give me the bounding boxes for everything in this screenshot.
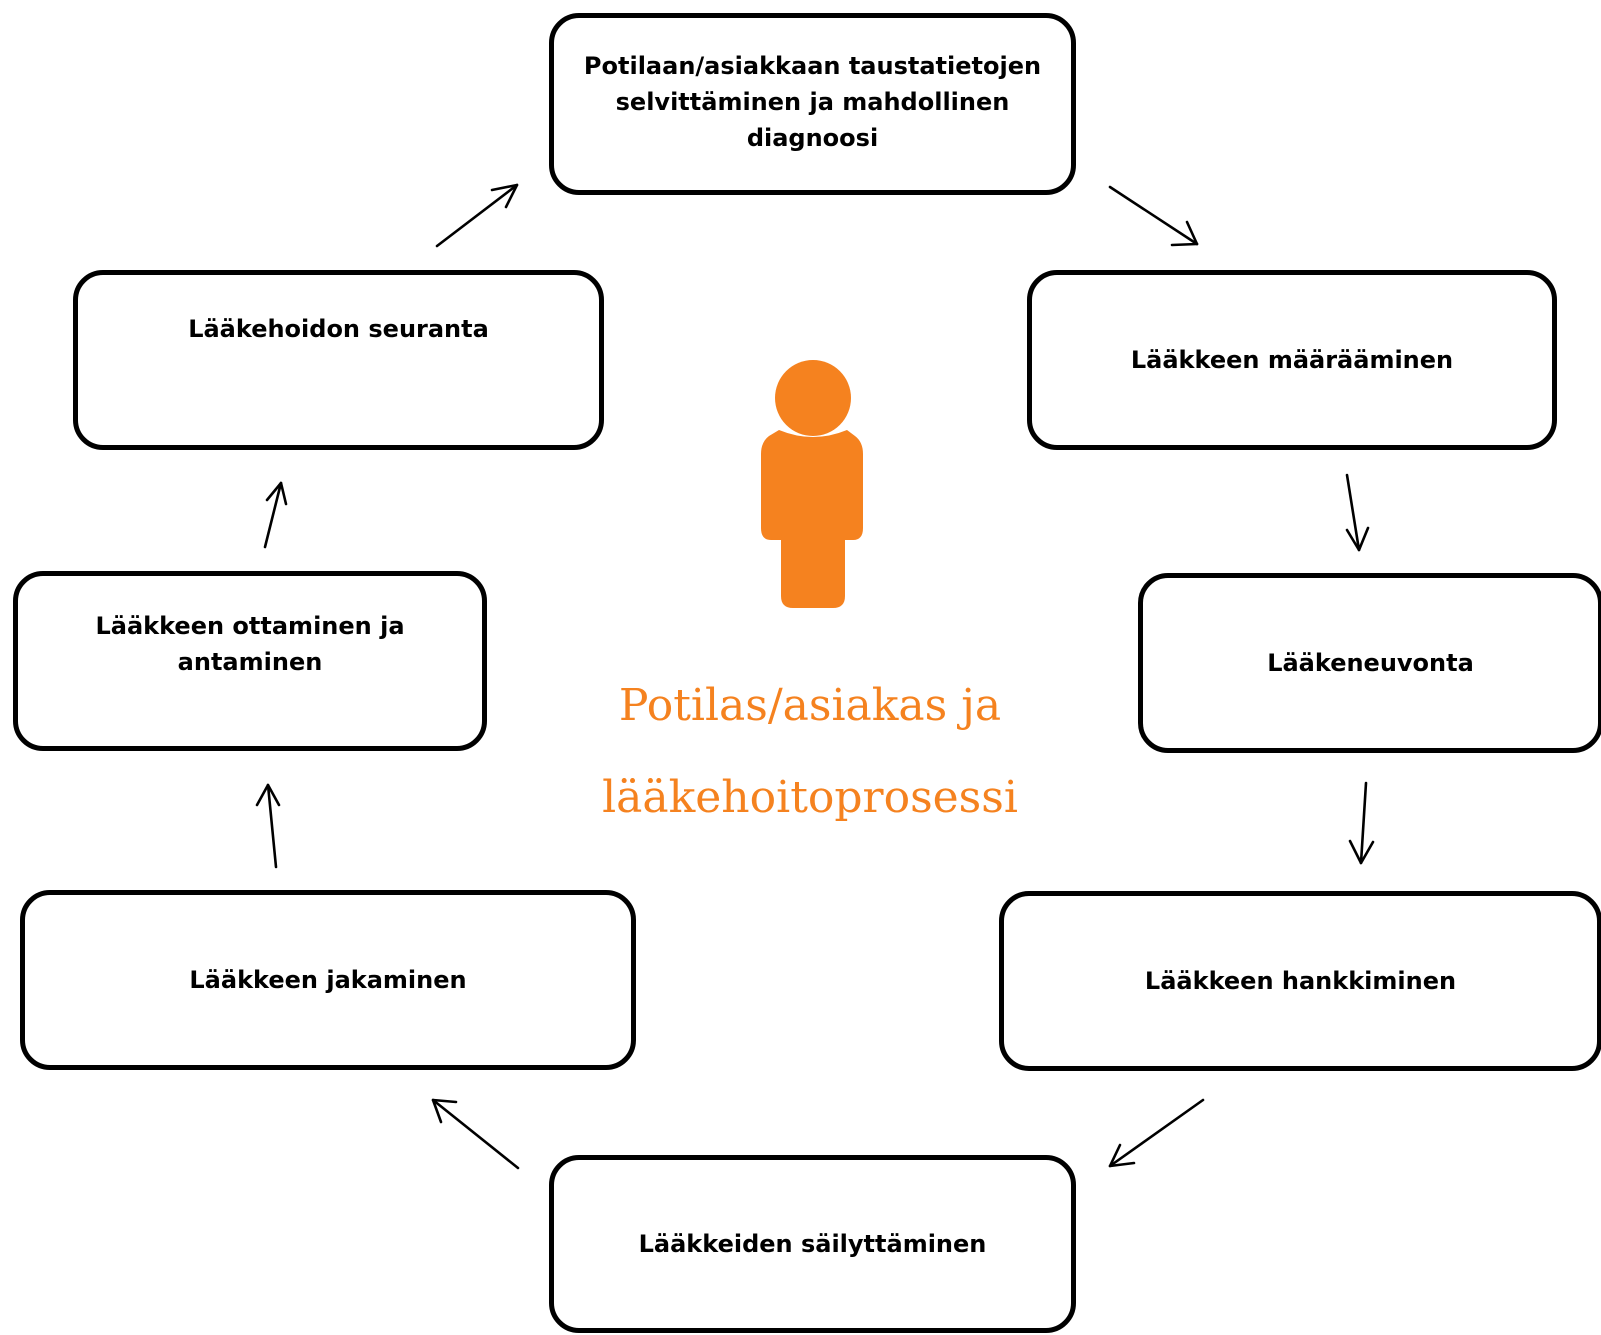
arrow-4-to-5 xyxy=(1108,1098,1205,1168)
arrow-2-to-3 xyxy=(1345,473,1370,552)
step-label: Lääkkeen jakaminen xyxy=(189,966,467,994)
step-label: Lääkkeen hankkiminen xyxy=(1144,967,1457,995)
arrow-7-to-8 xyxy=(263,481,288,549)
center-title: Potilas/asiakas ja lääkehoitoprosessi xyxy=(602,680,1018,823)
step-label: Lääkkeiden säilyttäminen xyxy=(638,1230,987,1258)
step-prescribing: Lääkkeen määrääminen xyxy=(1027,270,1557,450)
person-icon xyxy=(761,360,863,608)
step-taking-administering: Lääkkeen ottaminen ja antaminen xyxy=(13,571,487,751)
step-monitoring: Lääkehoidon seuranta xyxy=(73,270,604,450)
arrow-5-to-6 xyxy=(431,1098,520,1170)
step-acquiring: Lääkkeen hankkiminen xyxy=(999,891,1601,1071)
step-label: Lääkkeen ottaminen ja antaminen xyxy=(95,612,405,676)
step-label: Lääkeneuvonta xyxy=(1267,649,1474,677)
step-label: Lääkehoidon seuranta xyxy=(188,315,489,343)
step-background-diagnosis: Potilaan/asiakkaan taustatietojen selvit… xyxy=(549,13,1076,195)
arrow-1-to-2 xyxy=(1108,185,1199,247)
step-label: Potilaan/asiakkaan taustatietojen selvit… xyxy=(583,52,1042,152)
arrow-8-to-1 xyxy=(435,183,519,248)
step-medication-counseling: Lääkeneuvonta xyxy=(1138,573,1601,753)
step-dispensing: Lääkkeen jakaminen xyxy=(20,890,636,1070)
step-storing: Lääkkeiden säilyttäminen xyxy=(549,1155,1076,1333)
arrow-6-to-7 xyxy=(255,783,281,869)
arrow-3-to-4 xyxy=(1348,781,1375,865)
step-label: Lääkkeen määrääminen xyxy=(1130,346,1454,374)
